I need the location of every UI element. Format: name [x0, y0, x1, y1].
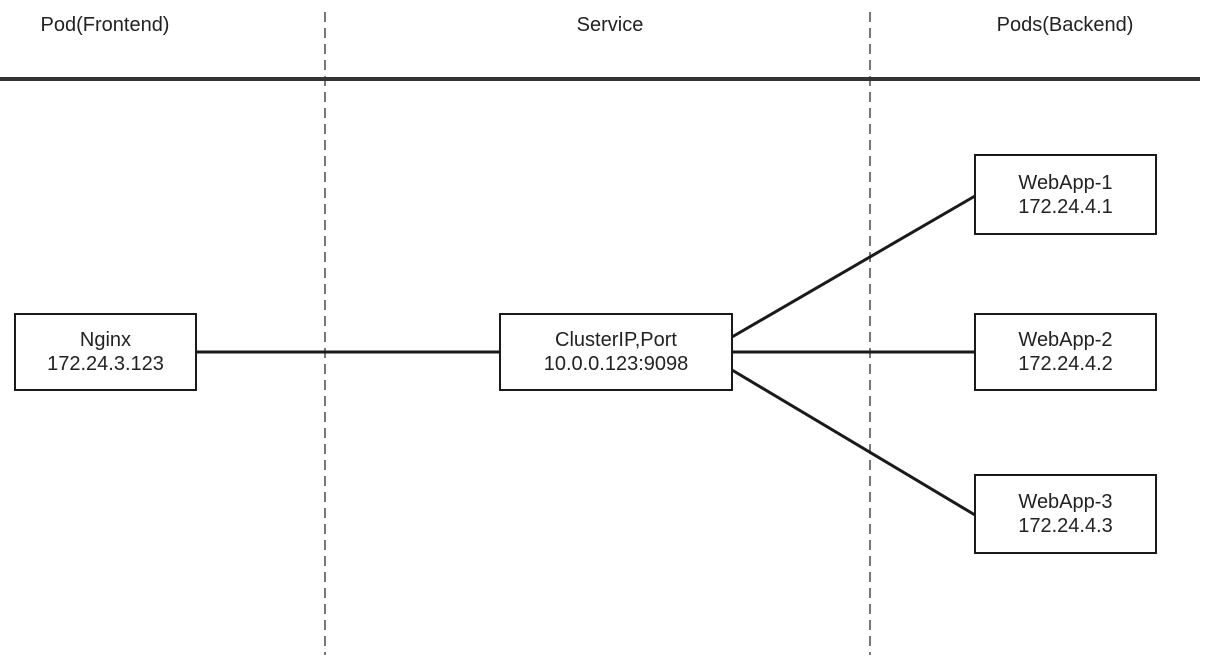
node-webapp-1-ip: 172.24.4.1 [1018, 195, 1113, 218]
node-webapp-2-name: WebApp-2 [1018, 329, 1113, 351]
node-service-ip: 10.0.0.123:9098 [543, 353, 689, 375]
node-webapp-3-name: WebApp-3 [1018, 491, 1113, 513]
node-service: ClusterIP,Port 10.0.0.123:9098 [499, 313, 733, 391]
edge-service-webapp1 [731, 194, 976, 339]
node-webapp-1-name: WebApp-1 [1018, 171, 1113, 194]
node-webapp-3: WebApp-3 172.24.4.3 [974, 474, 1157, 554]
node-nginx-ip: 172.24.3.123 [47, 353, 164, 375]
node-webapp-2: WebApp-2 172.24.4.2 [974, 313, 1157, 391]
column-title-service: Service [576, 14, 644, 36]
node-webapp-1: WebApp-1 172.24.4.1 [974, 154, 1157, 235]
node-nginx: Nginx 172.24.3.123 [14, 313, 197, 391]
column-title-backend: Pods(Backend) [996, 14, 1134, 36]
node-nginx-name: Nginx [79, 329, 132, 351]
edge-service-webapp3 [731, 368, 976, 517]
node-webapp-3-ip: 172.24.4.3 [1018, 515, 1113, 537]
node-webapp-2-ip: 172.24.4.2 [1018, 353, 1113, 375]
node-service-name: ClusterIP,Port [555, 329, 677, 351]
column-title-frontend: Pod(Frontend) [40, 14, 170, 36]
